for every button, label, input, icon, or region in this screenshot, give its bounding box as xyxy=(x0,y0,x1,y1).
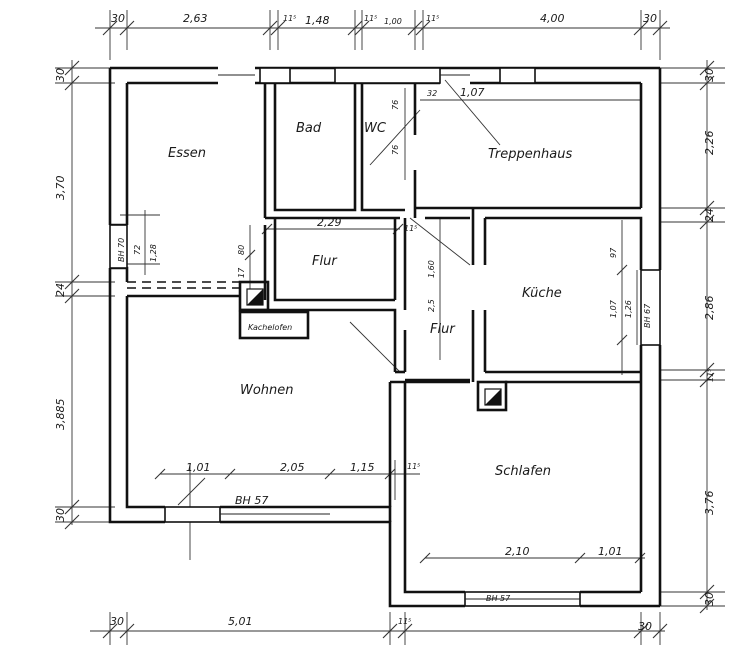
dim-w-5: BH 57 xyxy=(235,494,268,507)
dim-right-6: 3,76 xyxy=(703,491,716,516)
dim-left-bh2: 72 xyxy=(133,245,142,255)
room-flur-mid: Flur xyxy=(430,322,456,337)
dim-top-7: 11⁵ xyxy=(426,14,439,23)
dim-k-4: BH 67 xyxy=(643,303,652,328)
dim-bottom-2: 5,01 xyxy=(228,615,253,628)
dim-left-bh: BH 70 xyxy=(117,238,126,262)
dim-top-1: 30 xyxy=(111,12,125,25)
dim-fl-3: 80 xyxy=(237,245,246,255)
dim-bottom-4: 30 xyxy=(638,620,652,633)
room-wc: WC xyxy=(364,121,387,136)
dim-right-7: 30 xyxy=(703,592,716,606)
dim-w-3: 1,15 xyxy=(350,461,375,474)
room-schlafen: Schlafen xyxy=(495,464,551,479)
walls xyxy=(108,66,662,608)
dim-right-1: 30 xyxy=(703,68,716,82)
room-flur-top: Flur xyxy=(312,254,338,269)
dim-top-2: 2,63 xyxy=(183,12,208,25)
dim-fl-6: 2,5 xyxy=(427,299,436,312)
dim-w-4: 11⁵ xyxy=(407,462,420,471)
dim-bottom-1: 30 xyxy=(110,615,124,628)
dim-right-4: 2,86 xyxy=(703,296,716,321)
dim-top-8: 4,00 xyxy=(540,12,565,25)
dim-s-3: BH 57 xyxy=(486,594,511,603)
dim-k-1: 97 xyxy=(609,247,618,258)
room-labels: Essen Bad WC Treppenhaus Flur Flur Küche… xyxy=(168,121,572,479)
dim-top-4: 1,48 xyxy=(305,14,330,27)
dim-fl-2: 11⁵ xyxy=(404,224,417,233)
room-essen: Essen xyxy=(168,146,206,161)
dim-w-2: 2,05 xyxy=(280,461,305,474)
dim-right-2: 2,26 xyxy=(703,131,716,156)
dim-k-3: 1,26 xyxy=(624,300,633,318)
kachelofen-box xyxy=(238,310,310,340)
dim-left-1: 30 xyxy=(54,68,67,82)
dim-w-1: 1,01 xyxy=(186,461,211,474)
label-kachelofen: Kachelofen xyxy=(248,323,292,332)
windows xyxy=(109,67,661,607)
dim-fl-4: 17 xyxy=(237,267,246,278)
dim-left-4: 3,885 xyxy=(54,399,67,431)
dim-top-3: 11⁵ xyxy=(283,14,296,23)
room-bad: Bad xyxy=(296,121,322,136)
room-treppenhaus: Treppenhaus xyxy=(488,147,572,162)
dim-left-2: 3,70 xyxy=(54,176,67,201)
dim-left-5: 30 xyxy=(54,508,67,522)
dim-tr-1: 1,07 xyxy=(460,86,485,99)
chimney-icons xyxy=(246,288,502,406)
dim-bottom-3: 11⁵ xyxy=(398,617,411,626)
dim-wc-2: 32 xyxy=(427,89,437,98)
room-wohnen: Wohnen xyxy=(240,383,294,398)
dim-left-3: 24 xyxy=(54,283,67,297)
dim-wc-3: 76 xyxy=(391,145,400,155)
dim-left-bh3: 1,28 xyxy=(149,244,158,262)
dimension-texts: 30 2,63 11⁵ 1,48 11⁵ 1,00 11⁵ 4,00 30 30… xyxy=(54,12,716,633)
dim-s-2: 1,01 xyxy=(598,545,623,558)
dim-top-9: 30 xyxy=(643,12,657,25)
dim-fl-1: 2,29 xyxy=(317,216,342,229)
dim-top-6: 1,00 xyxy=(384,17,402,26)
room-kueche: Küche xyxy=(522,286,562,301)
dim-wc-1: 76 xyxy=(391,100,400,110)
dim-top-5: 11⁵ xyxy=(364,14,377,23)
dim-right-5: 11⁵ xyxy=(706,369,715,382)
dim-right-3: 24 xyxy=(703,208,716,222)
dim-s-1: 2,10 xyxy=(505,545,530,558)
dim-k-2: 1,07 xyxy=(609,299,618,318)
dim-fl-5: 1,60 xyxy=(427,260,436,278)
